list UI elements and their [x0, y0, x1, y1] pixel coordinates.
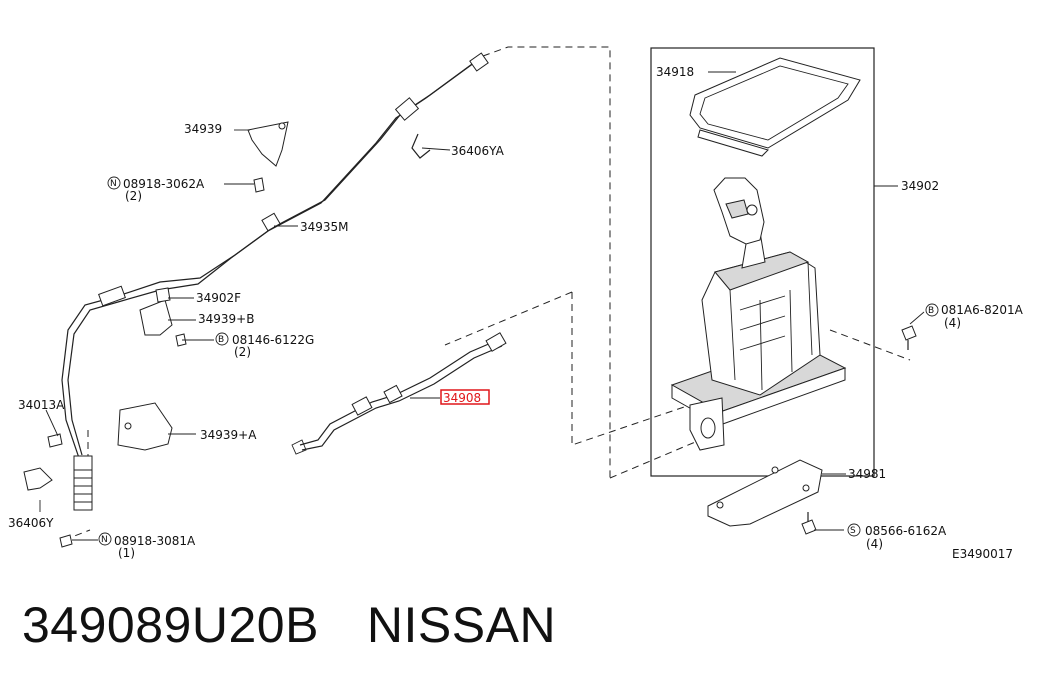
label-34939: 34939	[184, 122, 222, 136]
qty-08566-6162A: (4)	[866, 537, 883, 551]
nut-08918-3081A	[59, 534, 73, 548]
cable-34908	[291, 332, 507, 455]
label-34939+B: 34939+B	[198, 312, 254, 326]
label-34939+A: 34939+A	[200, 428, 257, 442]
nut-08918-3062A	[253, 177, 265, 193]
label-08146-6122G: 08146-6122G	[232, 333, 314, 347]
circle-N-icon	[107, 176, 121, 190]
prefix-B-2: B	[928, 306, 934, 316]
prefix-N: N	[110, 179, 117, 189]
clip-36406YA	[411, 133, 431, 159]
circle-S-icon	[847, 523, 861, 537]
leader-lines	[39, 71, 925, 541]
qty-08918-3081A: (1)	[118, 546, 135, 560]
label-081A6-8201A: 081A6-8201A	[941, 303, 1024, 317]
bracket-34939+A	[117, 402, 173, 451]
diagram-code: E3490017	[952, 547, 1013, 561]
parts-diagram: 34918 34902 34939 36406YA N 08918-3062A …	[8, 46, 1024, 561]
label-08918-3081A: 08918-3081A	[114, 534, 196, 548]
callout-labels: 34918 34902 34939 36406YA N 08918-3062A …	[8, 65, 1024, 561]
circle-N-icon-2	[98, 532, 112, 546]
circle-B-icon-2	[925, 303, 939, 317]
label-34902F: 34902F	[196, 291, 241, 305]
qty-08146-6122G: (2)	[234, 345, 251, 359]
prefix-N-2: N	[101, 535, 108, 545]
label-08918-3062A: 08918-3062A	[123, 177, 205, 191]
bolt-08146-6122G	[175, 333, 187, 347]
label-34902: 34902	[901, 179, 939, 193]
shifter-assembly-frame	[650, 47, 875, 477]
plate-34981	[707, 459, 823, 527]
label-34908: 34908	[443, 391, 481, 405]
part-caption: 349089U20B NISSAN	[22, 596, 556, 666]
circle-B-icon	[215, 332, 229, 346]
label-36406Y: 36406Y	[8, 516, 54, 530]
prefix-B: B	[218, 335, 224, 345]
bezel-gasket-34918	[689, 57, 861, 157]
control-cable-34935M	[61, 52, 489, 511]
bolt-081A6-8201A	[901, 325, 917, 350]
qty-081A6-8201A: (4)	[944, 316, 961, 330]
dashed-guide-lines	[63, 46, 911, 541]
label-08566-6162A: 08566-6162A	[865, 524, 947, 538]
label-34918: 34918	[656, 65, 694, 79]
bracket-34939	[247, 121, 289, 167]
part-number: 349089U20B	[22, 597, 319, 653]
label-36406YA: 36406YA	[451, 144, 505, 158]
qty-08918-3062A: (2)	[125, 189, 142, 203]
highlight-box	[440, 389, 490, 405]
bolt-34013A	[47, 433, 63, 448]
brand-name: NISSAN	[366, 597, 557, 653]
prefix-S: S	[850, 526, 856, 536]
bracket-34939+B	[139, 287, 173, 336]
label-34981: 34981	[848, 467, 886, 481]
shifter-assembly-34902	[670, 177, 847, 451]
bolt-08566-6162A	[801, 512, 817, 535]
clip-36406Y	[23, 467, 53, 491]
label-34013A: 34013A	[18, 398, 65, 412]
label-34935M: 34935M	[300, 220, 349, 234]
